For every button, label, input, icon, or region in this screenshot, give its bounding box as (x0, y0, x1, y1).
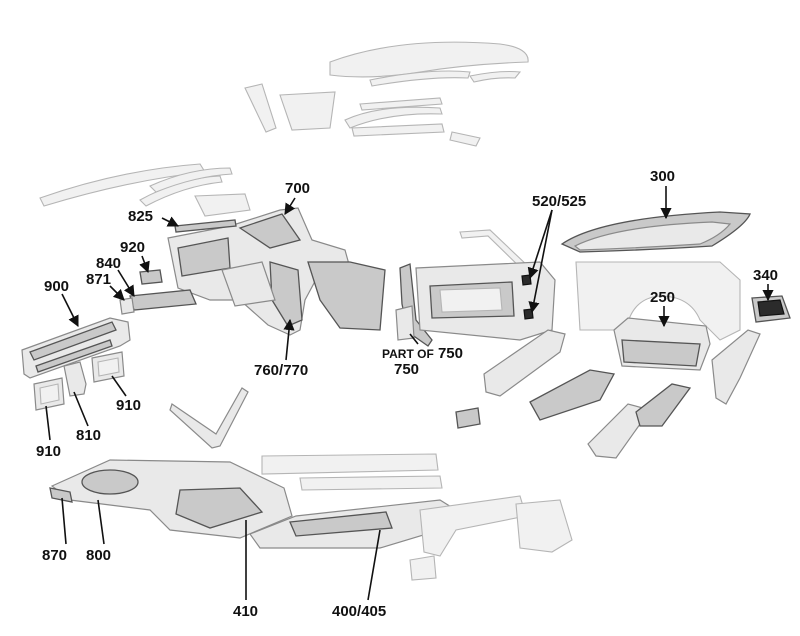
callout-750: Part of 750 (382, 346, 463, 361)
roof-panel-faint (329, 41, 529, 87)
part-910-left (33, 377, 65, 411)
leader-900 (61, 293, 79, 328)
callout-410: 410 (233, 603, 259, 620)
part-750-pillar (395, 263, 433, 347)
callout-910-left: 910 (36, 443, 62, 460)
callout-920: 920 (120, 239, 146, 256)
part-800-trunk-floor (50, 459, 293, 539)
callout-250: 250 (650, 289, 676, 306)
part-900-rear-panel (21, 317, 131, 379)
front-rails-seats-faint (409, 495, 573, 581)
windshield-frame-faint (244, 83, 481, 147)
callout-840: 840 (96, 255, 122, 272)
leader-520-a (527, 209, 553, 280)
callout-700: 700 (285, 180, 311, 197)
leader-400 (367, 529, 381, 601)
part-825-strip (174, 219, 237, 233)
rear-roof-rails-faint (39, 163, 251, 217)
callout-300: 300 (650, 168, 676, 185)
part-870-lip (49, 487, 73, 503)
callout-825: 825 (128, 208, 154, 225)
leader-910-left (45, 405, 51, 441)
part-300-roof (560, 211, 751, 253)
leader-750 (409, 333, 419, 345)
callout-520-525: 520/525 (532, 193, 587, 210)
callout-871: 871 (86, 271, 112, 288)
floor-rails-faint (261, 453, 443, 491)
cowl-v-piece (169, 387, 249, 449)
callout-870: 870 (42, 547, 68, 564)
part-700-quarter-inner (167, 207, 386, 336)
part-910-right (91, 351, 125, 383)
callout-750-prefix: Part of (382, 347, 434, 361)
part-340 (751, 295, 791, 323)
callout-910-right: 910 (116, 397, 142, 414)
leader-871 (109, 285, 125, 301)
leader-800 (97, 499, 105, 545)
callout-900: 900 (44, 278, 70, 295)
door-panel (415, 229, 556, 341)
leader-lines (45, 186, 774, 601)
callout-810: 810 (76, 427, 102, 444)
part-250-trunk (613, 317, 711, 371)
part-810 (63, 361, 87, 397)
callout-800: 800 (86, 547, 112, 564)
callout-750-number: 750 (437, 345, 463, 362)
callout-340: 340 (753, 267, 779, 284)
leader-825 (161, 216, 180, 227)
callout-400-405: 400/405 (332, 603, 387, 620)
leader-760 (283, 318, 295, 361)
part-840-871-pieces (119, 289, 197, 315)
leader-920 (139, 255, 150, 274)
callout-750-second: 750 (394, 361, 420, 378)
leader-810 (73, 391, 89, 427)
leader-910-right (111, 375, 127, 397)
leader-700 (284, 197, 296, 215)
leader-520-b (528, 209, 553, 314)
part-920-bracket (139, 269, 163, 285)
leader-870 (61, 497, 67, 545)
callout-760-770: 760/770 (254, 362, 309, 379)
rear-floor-braces-right (455, 329, 761, 459)
leader-840 (117, 269, 135, 297)
